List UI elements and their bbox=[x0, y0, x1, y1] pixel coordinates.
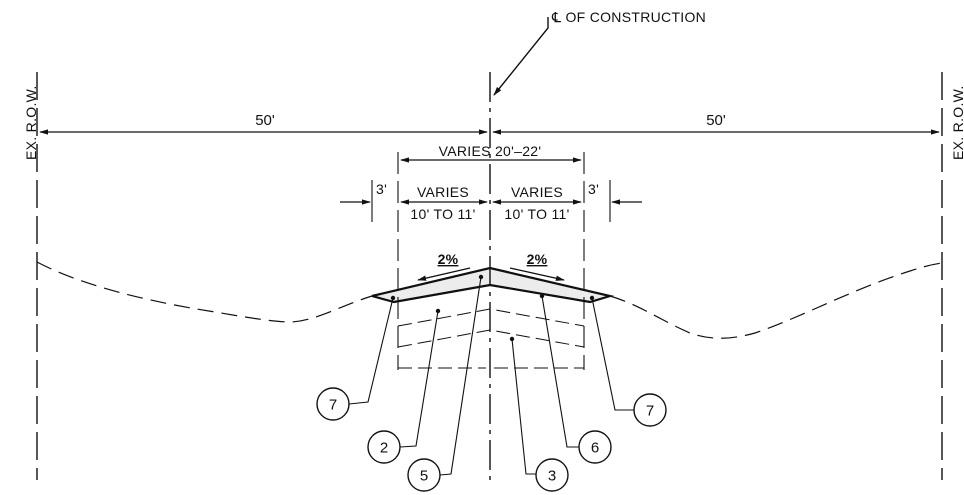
dim-50-left: 50' bbox=[255, 112, 275, 129]
slope-left-label: 2% bbox=[438, 251, 459, 267]
callout-7-left: 7 bbox=[316, 387, 350, 421]
row-label-right: EX. R.O.W. bbox=[950, 85, 964, 160]
dim-50-right: 50' bbox=[706, 112, 726, 129]
centerline-leader bbox=[493, 17, 549, 96]
varies-total-label: VARIES 20'–22' bbox=[439, 143, 542, 159]
callout-3: 3 bbox=[535, 458, 569, 492]
varies-left-bottom: 10' TO 11' bbox=[410, 206, 475, 222]
varies-left-top: VARIES bbox=[417, 184, 469, 200]
svg-text:7: 7 bbox=[329, 397, 337, 414]
slope-arrow-left bbox=[417, 267, 471, 281]
callout-7-right: 7 bbox=[633, 393, 667, 427]
subbase-line bbox=[397, 329, 585, 348]
leader-2 bbox=[399, 310, 439, 448]
leader-7-left bbox=[348, 297, 394, 405]
slope-right-label: 2% bbox=[527, 251, 548, 267]
centerline-label: ℄ OF CONSTRUCTION bbox=[551, 9, 706, 25]
svg-text:5: 5 bbox=[420, 468, 428, 485]
base-course-line bbox=[397, 308, 585, 327]
svg-text:3: 3 bbox=[548, 468, 556, 485]
svg-text:6: 6 bbox=[591, 440, 599, 457]
callout-6: 6 bbox=[578, 430, 612, 464]
callout-2: 2 bbox=[367, 430, 401, 464]
leader-6 bbox=[541, 295, 579, 448]
svg-text:7: 7 bbox=[646, 403, 654, 420]
existing-ground-line bbox=[36, 261, 943, 339]
leader-7-right bbox=[591, 297, 634, 411]
slope-arrow-right bbox=[509, 267, 565, 281]
leader-5 bbox=[439, 276, 482, 476]
varies-right-top: VARIES bbox=[511, 184, 563, 200]
varies-right-bottom: 10' TO 11' bbox=[504, 206, 569, 222]
shoulder-left-label: 3' bbox=[376, 181, 387, 197]
row-label-left: EX. R.O.W. bbox=[23, 85, 39, 160]
svg-text:2: 2 bbox=[380, 440, 388, 457]
shoulder-right-label: 3' bbox=[588, 181, 599, 197]
surface-course-line bbox=[393, 284, 591, 303]
callout-5: 5 bbox=[407, 458, 441, 492]
leader-3 bbox=[511, 338, 536, 475]
